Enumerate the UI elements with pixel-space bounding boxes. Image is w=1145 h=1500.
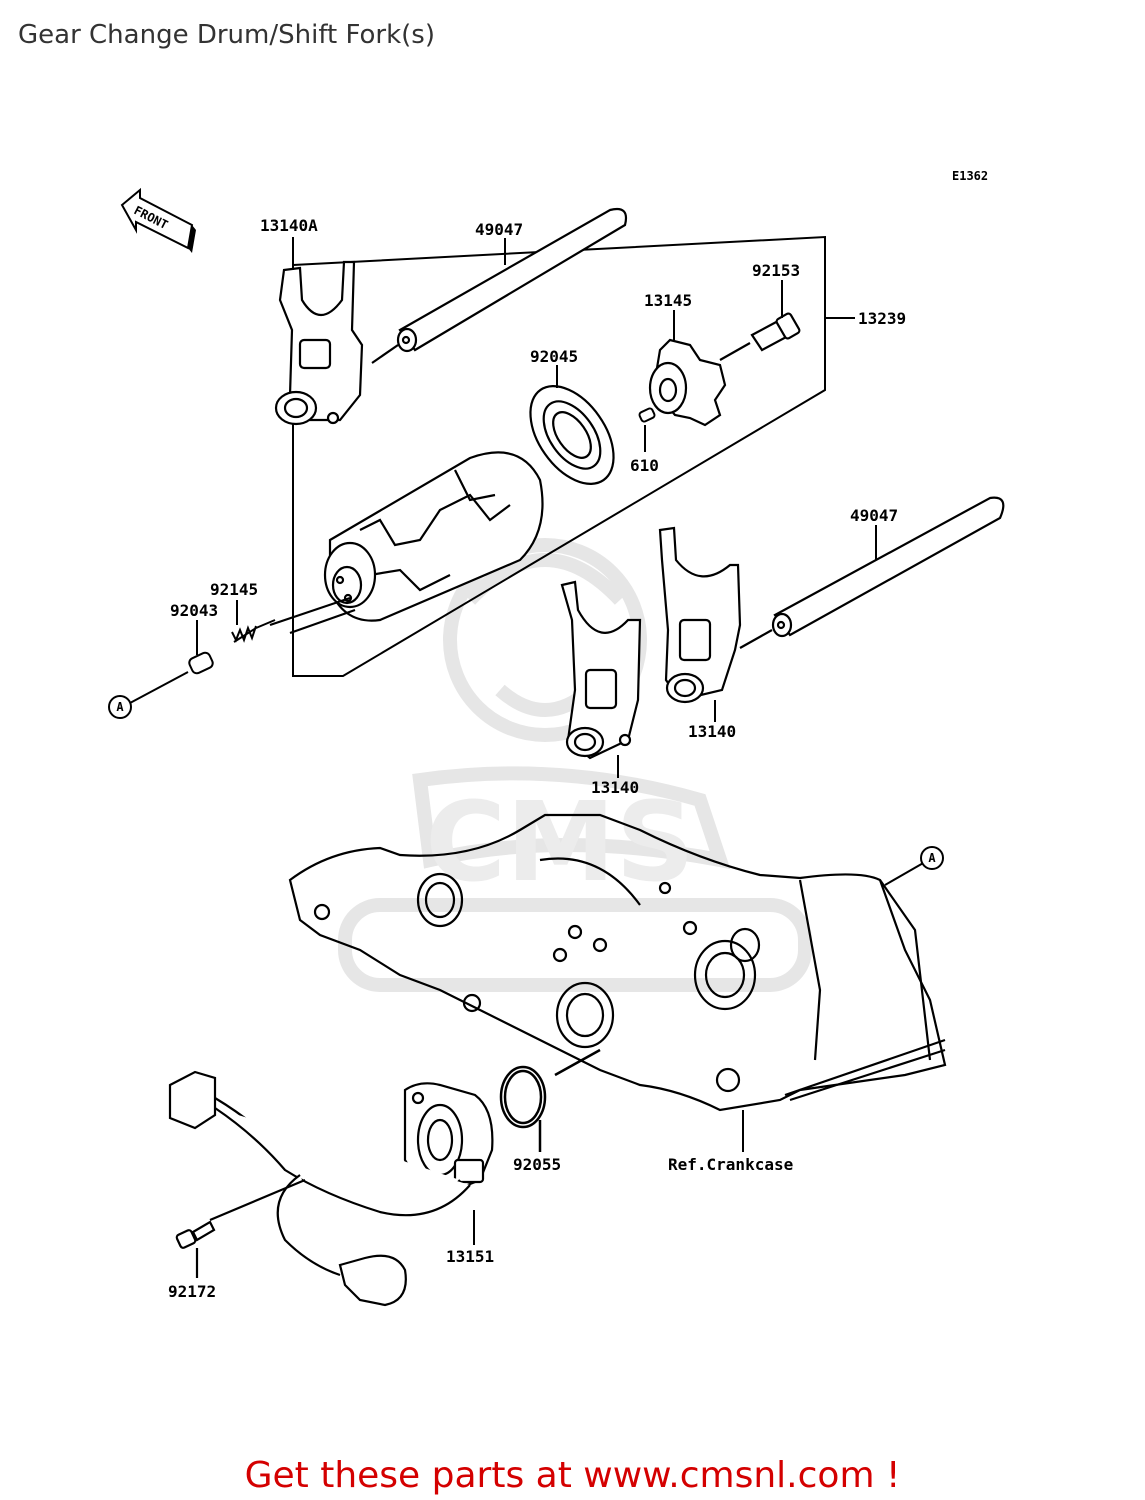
- label-49047-mid: 49047: [850, 506, 898, 525]
- bearing-92045: [529, 385, 615, 485]
- label-13145: 13145: [644, 291, 692, 310]
- pin-92043: [129, 651, 214, 704]
- spring-92145: [231, 619, 276, 643]
- label-610: 610: [630, 456, 659, 475]
- front-arrow-icon: FRONT: [120, 187, 196, 253]
- promo-link[interactable]: Get these parts at www.cmsnl.com !: [244, 1455, 901, 1496]
- ref-a-leader-right: [884, 861, 926, 886]
- pin-610: [638, 407, 656, 423]
- label-92045: 92045: [530, 347, 578, 366]
- parts-diagram: CMS E1362 FRONT: [108, 169, 1005, 1307]
- shaft-49047-mid: [739, 496, 1005, 649]
- bolt-92172: [175, 1220, 216, 1278]
- label-92043: 92043: [170, 601, 218, 620]
- label-13140-mid: 13140: [591, 778, 639, 797]
- assembly-bracket-13239: [292, 235, 855, 677]
- ref-marker-right: A: [920, 846, 944, 870]
- o-ring-92055: [499, 1048, 601, 1152]
- page-title: Gear Change Drum/Shift Fork(s): [18, 20, 435, 50]
- shift-fork-13140-mid: [560, 580, 642, 760]
- leader-lines: [196, 237, 877, 778]
- diagram-code: E1362: [952, 169, 988, 183]
- label-ref-crankcase: Ref.Crankcase: [668, 1155, 793, 1174]
- svg-text:A: A: [928, 851, 936, 865]
- shift-drum: [269, 451, 544, 635]
- crankcase: [288, 813, 947, 1112]
- watermark-text: CMS: [425, 778, 694, 906]
- label-13151: 13151: [446, 1247, 494, 1266]
- ref-marker-left: A: [108, 695, 132, 719]
- label-92055: 92055: [513, 1155, 561, 1174]
- svg-text:A: A: [116, 700, 124, 714]
- shift-fork-13140-right: [658, 526, 742, 704]
- shift-cam-13145: [648, 338, 727, 427]
- label-92145: 92145: [210, 580, 258, 599]
- bolt-92153: [719, 312, 801, 361]
- gear-position-sensor-13151: [168, 1070, 494, 1307]
- label-92153: 92153: [752, 261, 800, 280]
- label-49047-top: 49047: [475, 220, 523, 239]
- label-92172: 92172: [168, 1282, 216, 1301]
- label-13140a: 13140A: [260, 216, 318, 235]
- shift-fork-13140a: [274, 260, 364, 426]
- shaft-49047-top: [371, 207, 628, 364]
- label-13239: 13239: [858, 309, 906, 328]
- label-13140-right: 13140: [688, 722, 736, 741]
